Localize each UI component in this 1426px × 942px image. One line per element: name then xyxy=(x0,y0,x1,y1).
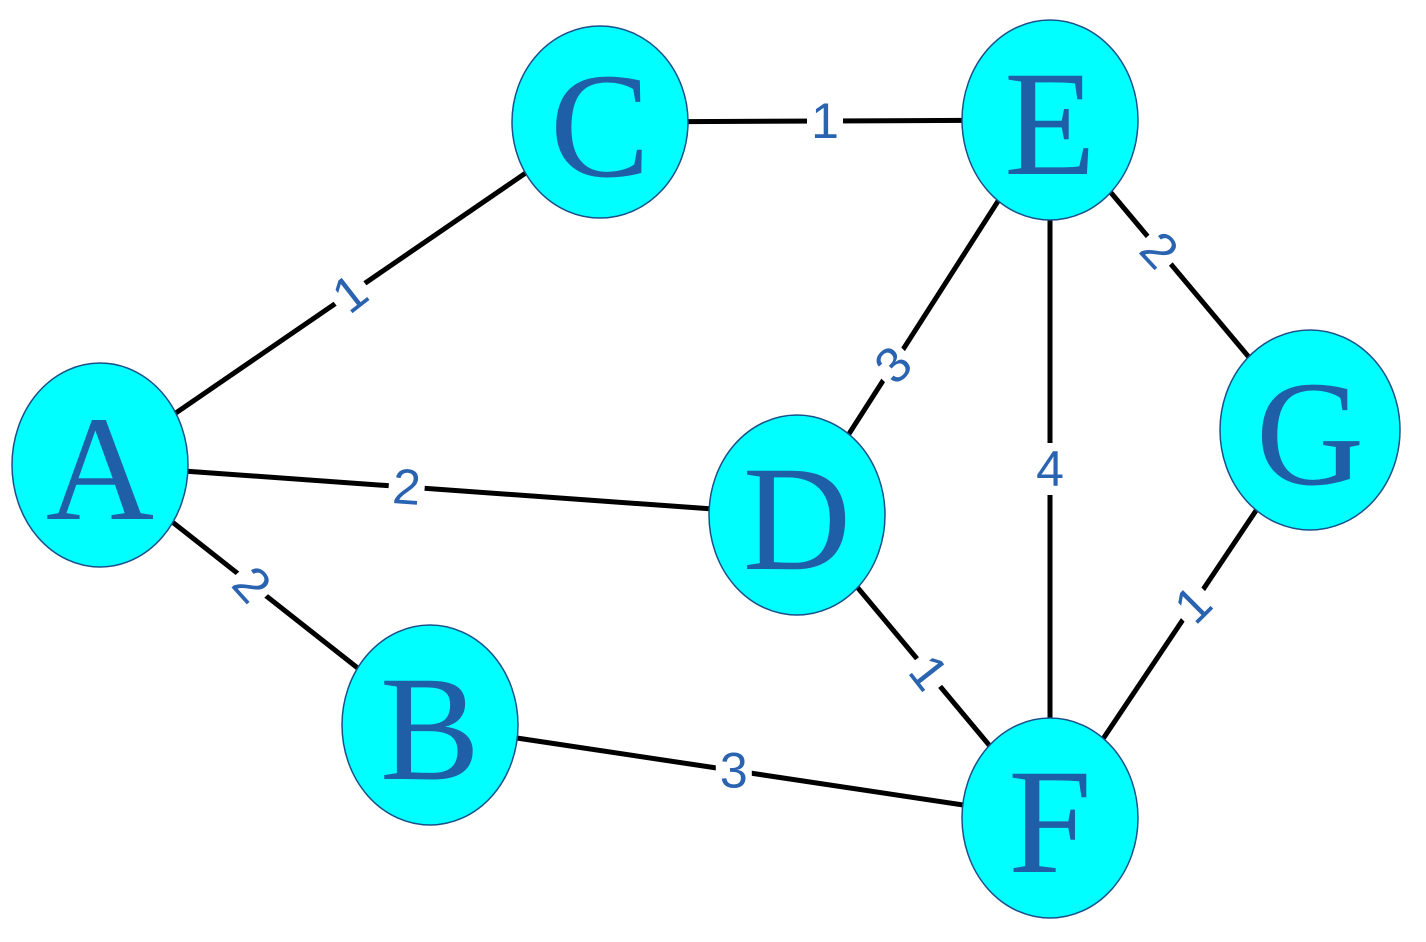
edge-weight-label: 2 xyxy=(391,458,423,516)
edges-layer xyxy=(97,117,1313,821)
edge-weight-background xyxy=(896,642,961,703)
node-c: C xyxy=(511,25,689,219)
edge-a-d xyxy=(97,462,800,518)
edge-weight-a-c: 1 xyxy=(319,261,381,326)
edge-weight-background xyxy=(715,744,752,797)
edge-weight-b-f: 3 xyxy=(715,743,752,799)
nodes-layer: A B C D E F G xyxy=(11,19,1401,919)
edge-weight-g-f: 1 xyxy=(1161,573,1225,636)
node-circle xyxy=(961,19,1139,221)
edge-weight-d-e: 3 xyxy=(862,333,925,397)
node-label: C xyxy=(550,43,650,209)
edge-weight-background xyxy=(1127,219,1191,282)
edge-weight-background xyxy=(862,333,925,397)
node-circle xyxy=(1219,329,1401,531)
edge-weight-c-e: 1 xyxy=(807,93,843,149)
edge-weight-label: 1 xyxy=(811,93,839,149)
edge-weight-label: 3 xyxy=(720,743,748,799)
node-circle xyxy=(511,25,689,219)
node-g: G xyxy=(1219,329,1401,531)
edge-weight-a-b: 2 xyxy=(220,553,284,616)
node-label: F xyxy=(1008,739,1091,905)
edge-weight-background xyxy=(220,553,284,616)
edge-weight-d-f: 1 xyxy=(896,642,961,703)
node-label: A xyxy=(46,386,154,552)
node-label: B xyxy=(380,646,480,812)
node-b: B xyxy=(341,624,519,826)
node-f: F xyxy=(961,717,1139,919)
edge-weight-e-g: 2 xyxy=(1127,219,1191,282)
edge-weight-background xyxy=(1161,573,1225,636)
edge-weight-background xyxy=(386,459,427,515)
edge-weight-label: 4 xyxy=(1036,441,1064,497)
node-label: E xyxy=(1004,41,1096,207)
node-circle xyxy=(11,362,189,568)
node-a: A xyxy=(11,362,189,568)
edge-weight-a-d: 2 xyxy=(386,458,427,516)
edge-weight-e-f: 4 xyxy=(1032,441,1068,497)
edge-weight-background xyxy=(319,261,381,326)
node-circle xyxy=(708,414,886,616)
node-e: E xyxy=(961,19,1139,221)
edge-weight-background xyxy=(1032,443,1068,495)
node-label: D xyxy=(743,436,851,602)
node-label: G xyxy=(1256,351,1364,517)
edge-weight-background xyxy=(807,95,843,147)
node-circle xyxy=(961,717,1139,919)
node-circle xyxy=(341,624,519,826)
node-d: D xyxy=(708,414,886,616)
